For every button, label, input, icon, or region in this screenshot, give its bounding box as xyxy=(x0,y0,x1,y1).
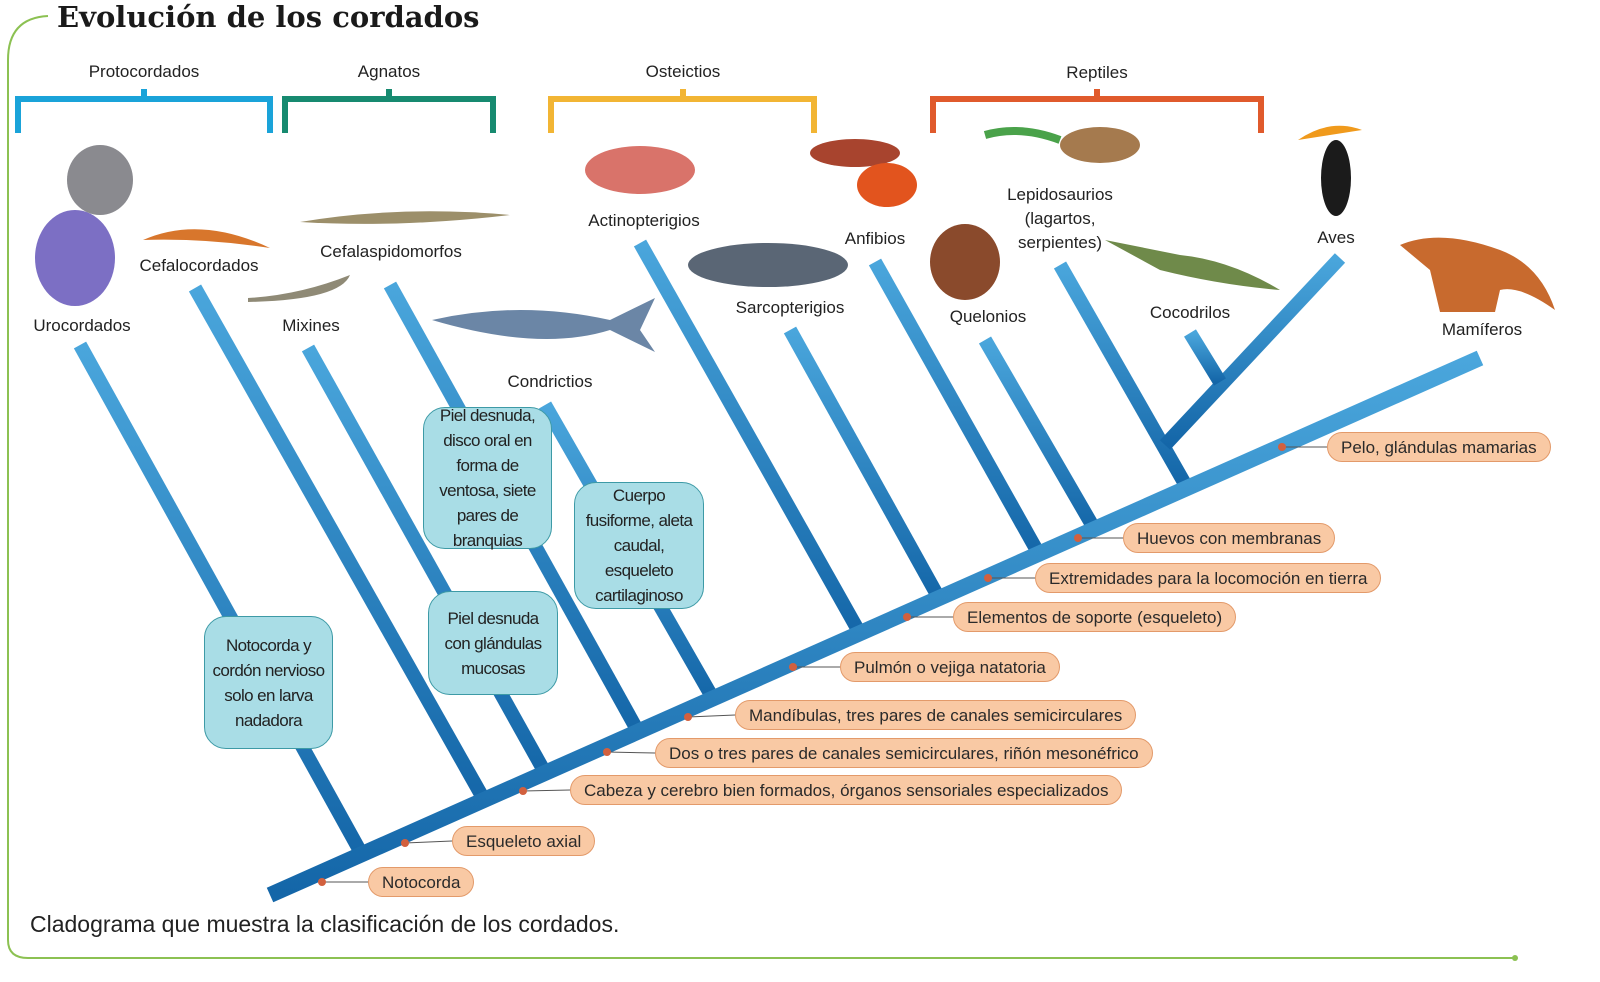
taxon-mixines: Mixines xyxy=(282,316,340,335)
character-esqueleto-axial: Esqueleto axial xyxy=(452,826,596,856)
mixine-illustration xyxy=(248,275,350,302)
urocordado-illustration xyxy=(35,145,133,306)
taxon-sarcopterigios: Sarcopterigios xyxy=(735,298,845,317)
bracket-osteictios xyxy=(548,89,817,133)
frame-line xyxy=(7,15,1515,959)
quelonio-illustration xyxy=(930,224,1000,300)
note-urocordados: Notocorda y cordón nervioso solo en larv… xyxy=(204,616,333,749)
character-cabeza-cerebro: Cabeza y cerebro bien formados, órganos … xyxy=(570,775,1123,805)
taxon-anfibios: Anfibios xyxy=(844,229,906,248)
ave-illustration xyxy=(1298,125,1362,216)
branch-quelonios xyxy=(978,336,1102,534)
lepidosaurio-illustration xyxy=(983,127,1140,163)
taxon-actinopterigios: Actinopterigios xyxy=(588,211,700,230)
branch-urocordados xyxy=(73,341,372,864)
condrictio-illustration xyxy=(432,298,655,352)
actinopterigio-illustration xyxy=(585,146,695,194)
branch-lepidosaurios xyxy=(1053,261,1192,488)
note-mixines: Piel desnuda con glándulas mucosas xyxy=(428,591,558,695)
taxon-condrictios: Condrictios xyxy=(507,372,593,391)
branch-anfibios xyxy=(868,258,1047,560)
frame-end-dot xyxy=(1512,955,1518,961)
taxon-lepidosaurios: Lepidosaurios (lagartos, serpientes) xyxy=(1007,185,1113,252)
character-mandibulas: Mandíbulas, tres pares de canales semici… xyxy=(735,700,1137,730)
character-pulmon: Pulmón o vejiga natatoria xyxy=(840,652,1060,682)
note-condrictios: Cuerpo fusiforme, aleta caudal, esquelet… xyxy=(574,482,704,609)
cocodrilo-illustration xyxy=(1105,240,1280,290)
taxon-cocodrilos: Cocodrilos xyxy=(1149,303,1231,322)
branch-sarcopterigios xyxy=(783,326,947,604)
character-huevos: Huevos con membranas xyxy=(1123,523,1336,553)
note-cefalaspidomorfos: Piel desnuda, disco oral en forma de ven… xyxy=(423,406,552,550)
character-elementos-soporte: Elementos de soporte (esqueleto) xyxy=(953,602,1237,632)
taxon-quelonios: Quelonios xyxy=(949,307,1027,326)
taxon-aves: Aves xyxy=(1317,228,1355,247)
bracket-protocordados xyxy=(15,89,273,133)
group-label-osteictios: Osteictios xyxy=(645,62,721,81)
bracket-reptiles xyxy=(930,89,1264,133)
character-notocorda: Notocorda xyxy=(368,867,475,897)
taxon-mamiferos: Mamíferos xyxy=(1441,320,1523,339)
bracket-agnatos xyxy=(282,89,496,133)
branch-actinopterigios xyxy=(633,239,869,641)
character-canales-semicirculares: Dos o tres pares de canales semicircular… xyxy=(655,738,1153,768)
branch-cocodrilos xyxy=(1184,329,1226,386)
mamifero-illustration xyxy=(1400,237,1555,312)
branch-cefalocordados xyxy=(188,284,494,809)
character-pelo: Pelo, glándulas mamarias xyxy=(1327,432,1551,462)
cefalaspidomorfo-illustration xyxy=(300,211,510,224)
branch-aves xyxy=(1159,253,1346,450)
taxon-cefalaspidomorfos: Cefalaspidomorfos xyxy=(320,242,462,261)
page-title: Evolución de los cordados xyxy=(57,0,480,34)
cefalocordado-illustration xyxy=(143,229,270,248)
character-dots xyxy=(318,443,1286,886)
branch-mixines xyxy=(301,344,555,782)
figure-caption: Cladograma que muestra la clasificación … xyxy=(30,911,620,937)
taxon-cefalocordados: Cefalocordados xyxy=(139,256,259,275)
group-label-protocordados: Protocordados xyxy=(88,62,200,81)
sarcopterigio-illustration xyxy=(688,243,848,287)
character-extremidades: Extremidades para la locomoción en tierr… xyxy=(1035,563,1382,593)
taxon-urocordados: Urocordados xyxy=(33,316,131,335)
group-label-reptiles: Reptiles xyxy=(1066,63,1128,82)
anfibio-illustration xyxy=(810,139,917,207)
group-label-agnatos: Agnatos xyxy=(357,62,421,81)
